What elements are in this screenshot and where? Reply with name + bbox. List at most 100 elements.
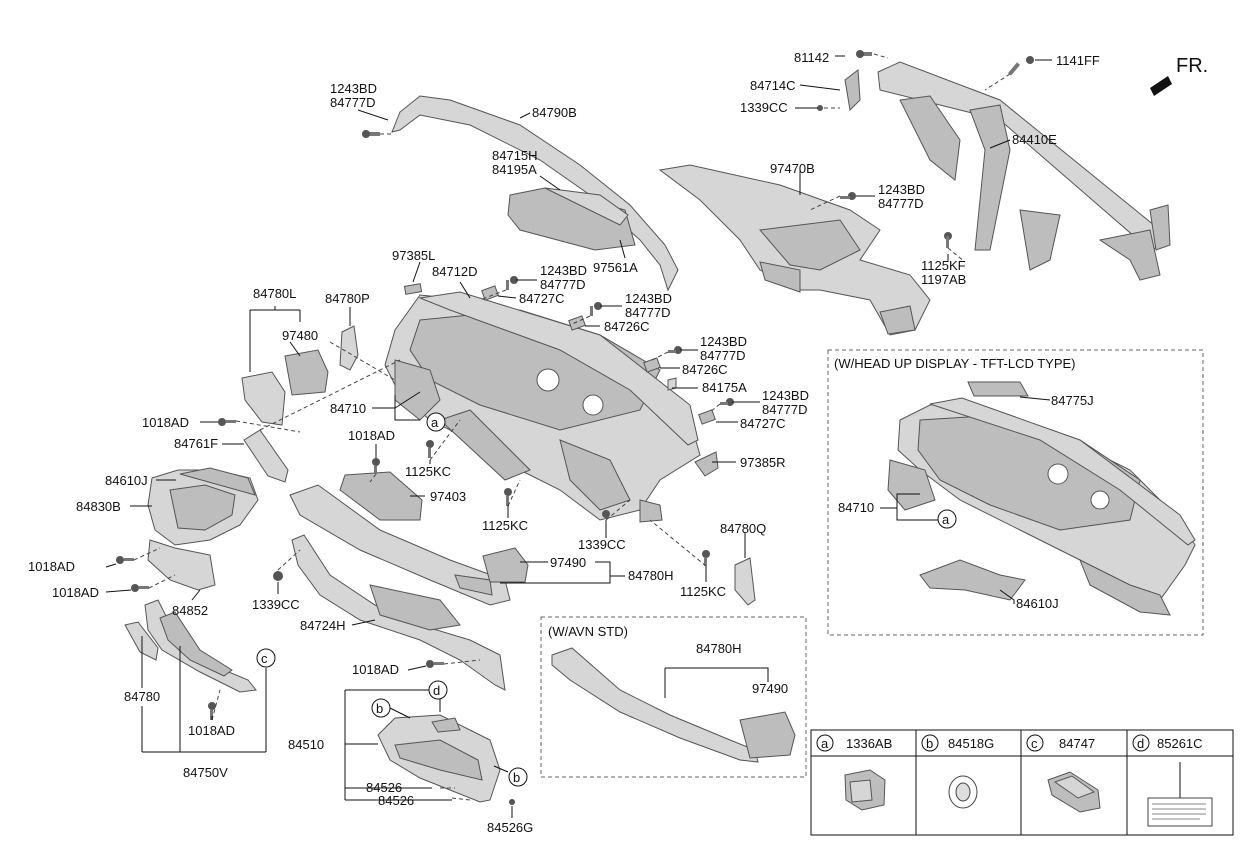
- circle-callout-b-top: b: [371, 698, 391, 718]
- label-84777d-c: 84777D: [700, 348, 746, 363]
- label-1197ab: 1197AB: [921, 272, 966, 287]
- bolt-icon: [208, 702, 216, 720]
- label-1339cc-low: 1339CC: [252, 597, 300, 612]
- legend-code-a: 1336AB: [846, 736, 892, 751]
- bolt-icon: [426, 440, 434, 458]
- bracket-84747-icon: [1047, 771, 1101, 813]
- label-84780h: 84780H: [628, 568, 674, 583]
- label-1243bd-duct: 1243BD: [878, 182, 925, 197]
- hud-unit-84775j: [967, 381, 1029, 397]
- cover-84761f: [243, 429, 289, 483]
- bolt-icon: [131, 584, 149, 592]
- trim-84780p: [339, 325, 359, 371]
- crossbar-84410e: [844, 61, 1171, 281]
- circle-callout-d: d: [428, 680, 448, 700]
- label-84710: 84710: [330, 401, 366, 416]
- hud-label-84710: 84710: [838, 500, 874, 515]
- label-84610j: 84610J: [105, 473, 148, 488]
- bolt-icon: [273, 571, 283, 581]
- bolt-icon: [668, 346, 682, 354]
- label-84780l: 84780L: [253, 286, 296, 301]
- glove-box-84510: [377, 714, 501, 803]
- svg-text:c: c: [1031, 736, 1038, 751]
- label-84780p: 84780P: [325, 291, 370, 306]
- hud-trim-84610j: [919, 559, 1026, 601]
- label-84852: 84852: [172, 603, 208, 618]
- circle-callout-a-main: a: [426, 412, 446, 432]
- bolt-icon: [362, 130, 380, 138]
- garnish-97403: [339, 471, 423, 521]
- label-97490: 97490: [550, 555, 586, 570]
- label-1018ad-f: 1018AD: [188, 723, 235, 738]
- duct-97470b: [658, 164, 931, 336]
- label-1018ad-b: 1018AD: [348, 428, 395, 443]
- bolt-icon: [426, 660, 444, 668]
- label-97470b: 97470B: [770, 161, 815, 176]
- bolt-icon: [218, 418, 236, 426]
- speaker-grille-84715h: [507, 187, 636, 251]
- label-84510: 84510: [288, 737, 324, 752]
- bolt-icon: [702, 550, 710, 566]
- legend-cell-a: a 1336AB: [816, 734, 892, 811]
- label-1243bd-c: 1243BD: [700, 334, 747, 349]
- label-84726c-a: 84726C: [604, 319, 650, 334]
- crash-pad-lower-84780h: [289, 484, 511, 606]
- avn-box-title: (W/AVN STD): [548, 624, 628, 639]
- label-84526-b: 84526: [378, 793, 414, 808]
- label-1339cc-mid: 1339CC: [578, 537, 626, 552]
- label-84727c-b: 84727C: [740, 416, 786, 431]
- label-97403: 97403: [430, 489, 466, 504]
- avn-label-84780h: 84780H: [696, 641, 742, 656]
- label-1243bd: 1243BD: [330, 81, 377, 96]
- label-84175a: 84175A: [702, 380, 747, 395]
- label-84750v: 84750V: [183, 765, 228, 780]
- label-81142: 81142: [794, 50, 829, 65]
- label-1243bd-d: 1243BD: [762, 388, 809, 403]
- label-84727c-a: 84727C: [519, 291, 565, 306]
- circle-callout-b-bottom: b: [508, 767, 528, 787]
- svg-text:d: d: [433, 683, 440, 698]
- label-84830b: 84830B: [76, 499, 121, 514]
- label-84715h: 84715H: [492, 148, 538, 163]
- bolt-icon: [1007, 56, 1034, 76]
- bolt-icon: [602, 510, 610, 518]
- cover-84780q: [734, 557, 756, 606]
- label-84712d: 84712D: [432, 264, 478, 279]
- svg-text:b: b: [513, 770, 520, 785]
- cluster-84830b: [147, 469, 259, 591]
- label-84195a: 84195A: [492, 162, 537, 177]
- label-84777d-d: 84777D: [762, 402, 808, 417]
- part-labels: 1243BD 84777D 84790B 84715H 84195A 97561…: [28, 50, 1100, 835]
- leader-lines: [105, 55, 1052, 818]
- bolt-icon: [590, 302, 602, 316]
- label-97385l: 97385L: [392, 248, 435, 263]
- label-84526-a: 84526: [366, 780, 402, 795]
- avn-variant-box: (W/AVN STD) 84780H 97490: [540, 616, 807, 778]
- label-84777d-duct: 84777D: [878, 196, 924, 211]
- vent-97480: [241, 349, 329, 426]
- circle-callout-a-hud: a: [937, 509, 957, 529]
- label-84777d: 84777D: [330, 95, 376, 110]
- svg-text:b: b: [926, 736, 933, 751]
- svg-text:a: a: [942, 512, 950, 527]
- label-84780: 84780: [124, 689, 160, 704]
- dashed-leaders: [133, 53, 1011, 801]
- label-84714c: 84714C: [750, 78, 796, 93]
- label-84761f: 84761F: [174, 436, 218, 451]
- label-84790b: 84790B: [532, 105, 577, 120]
- hud-box-title: (W/HEAD UP DISPLAY - TFT-LCD TYPE): [834, 356, 1076, 371]
- svg-text:a: a: [431, 415, 439, 430]
- label-1018ad-a: 1018AD: [142, 415, 189, 430]
- label-84726c-b: 84726C: [682, 362, 728, 377]
- lower-panel-84724h: [291, 534, 506, 691]
- svg-text:a: a: [821, 736, 829, 751]
- hud-label-84610j: 84610J: [1016, 596, 1059, 611]
- clip-1336ab-icon: [844, 769, 886, 811]
- legend-code-b: 84518G: [948, 736, 994, 751]
- svg-text:b: b: [376, 701, 383, 716]
- hud-variant-box: (W/HEAD UP DISPLAY - TFT-LCD TYPE) 84775…: [827, 349, 1204, 636]
- cluster-trim-84610j: [179, 467, 256, 496]
- label-1125kc-a: 1125KC: [405, 464, 451, 479]
- label-97480: 97480: [282, 328, 318, 343]
- legend-cell-b: b 84518G: [921, 734, 994, 809]
